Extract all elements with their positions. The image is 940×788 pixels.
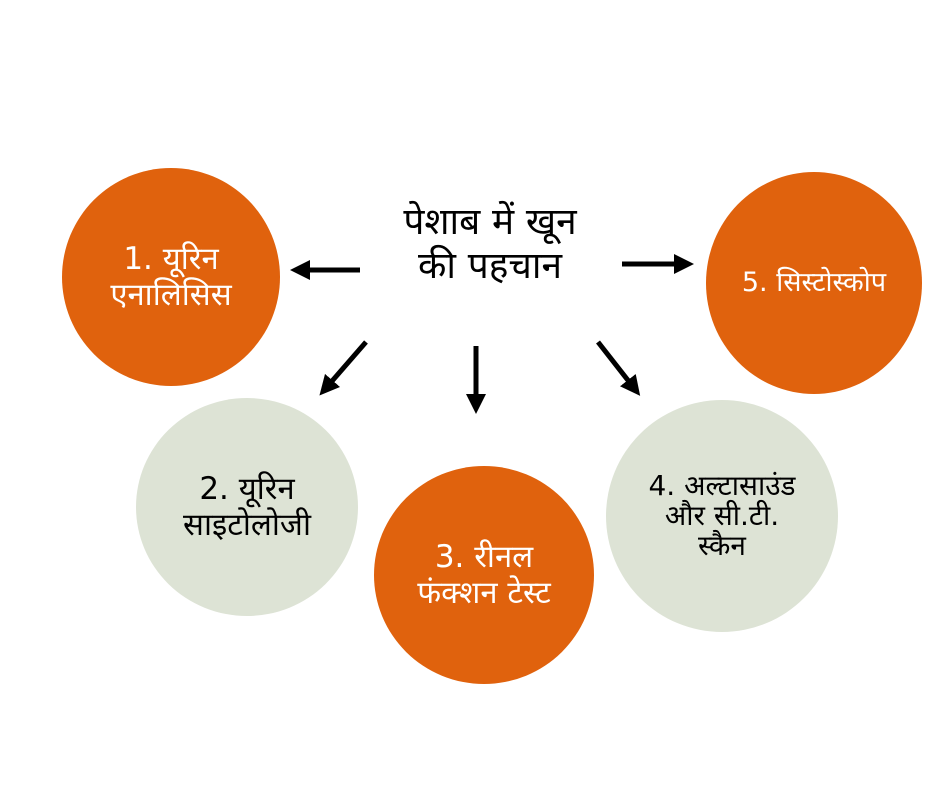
node-1-line-2: एनालिसिस: [110, 277, 232, 313]
node-1-line-1: 1. यूरिन: [123, 241, 219, 277]
center-title: पेशाब में खून की पहचान: [360, 200, 620, 288]
node-4-line-2: और सी.टी.: [664, 499, 780, 532]
node-ultrasound-ct-scan: 4. अल्टासाउंड और सी.टी. स्कैन: [606, 400, 838, 632]
node-renal-function-test: 3. रीनल फंक्शन टेस्ट: [374, 466, 594, 684]
arrow-to-node-4: [596, 340, 641, 396]
node-4-line-3: स्कैन: [698, 529, 746, 562]
center-title-line-2: की पहचान: [417, 244, 563, 287]
node-5-line-1: 5. सिस्टोस्कोप: [741, 267, 887, 298]
node-2-line-2: साइटोलोजी: [183, 507, 311, 543]
arrow-to-node-2: [319, 340, 368, 396]
node-3-line-2: फंक्शन टेस्ट: [417, 575, 551, 611]
node-cystoscope: 5. सिस्टोस्कोप: [706, 172, 922, 394]
node-3-line-1: 3. रीनल: [434, 539, 534, 575]
node-urine-analysis: 1. यूरिन एनालिसिस: [62, 168, 280, 386]
node-2-line-1: 2. यूरिन: [199, 471, 295, 507]
center-title-line-1: पेशाब में खून: [403, 200, 577, 243]
node-urine-cytology: 2. यूरिन साइटोलोजी: [136, 398, 358, 616]
node-4-line-1: 4. अल्टासाउंड: [648, 469, 796, 502]
